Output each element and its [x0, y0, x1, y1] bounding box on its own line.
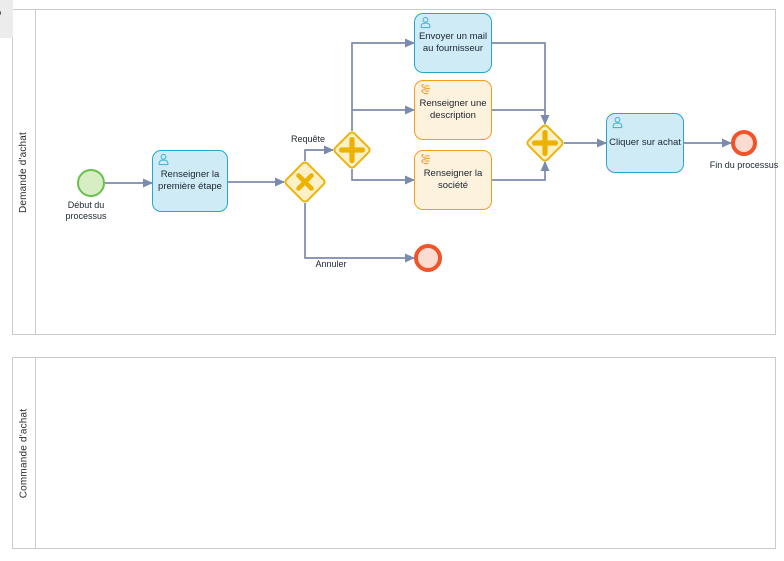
flow-societe-to-join[interactable]	[492, 161, 550, 181]
gateway-parallel-join[interactable]	[526, 124, 564, 162]
pool-demande-achat[interactable]: Demande d'achat	[12, 9, 776, 335]
plus-gateway-symbol	[338, 136, 366, 164]
task-renseigner-societe[interactable]: Renseigner la société	[414, 150, 492, 210]
task-label: Renseigner une description	[419, 97, 487, 121]
x-gateway-symbol	[296, 173, 314, 191]
flow-label-annuler: Annuler	[315, 259, 347, 269]
flow-requete[interactable]	[304, 145, 334, 161]
task-label: Cliquer sur achat	[609, 136, 681, 148]
flow-envoyer-to-join[interactable]	[492, 42, 550, 125]
end-event-annuler[interactable]	[414, 244, 442, 272]
start-event-label: Début du processus	[65, 200, 107, 221]
plus-gateway-symbol	[531, 129, 559, 157]
end-event-fin[interactable]	[731, 130, 757, 156]
pool-label-column[interactable]: Commande d'achat	[13, 358, 36, 548]
gateway-exclusive[interactable]	[284, 161, 326, 203]
script-icon	[419, 153, 432, 166]
gateway-parallel-split[interactable]	[333, 131, 371, 169]
user-icon	[157, 153, 170, 166]
task-renseigner-description[interactable]: Renseigner une description	[414, 80, 492, 140]
task-label: Envoyer un mail au fournisseur	[418, 30, 488, 54]
task-label: Renseigner la société	[423, 167, 483, 191]
end-event-fin-label: Fin du processus	[709, 160, 779, 170]
task-renseigner-premiere-etape[interactable]: Renseigner la première étape	[152, 150, 228, 212]
task-label: Renseigner la première étape	[158, 168, 222, 192]
flow-label-requete: Requête	[290, 134, 326, 144]
flow-split-to-societe[interactable]	[351, 169, 415, 185]
collapsed-control-icon[interactable]	[0, 10, 1, 16]
user-icon	[419, 16, 432, 29]
task-envoyer-mail-fournisseur[interactable]: Envoyer un mail au fournisseur	[414, 13, 492, 73]
script-icon	[419, 83, 432, 96]
flow-annuler[interactable]	[304, 203, 415, 263]
user-icon	[611, 116, 624, 129]
pool-label-column[interactable]: Demande d'achat	[13, 10, 36, 334]
side-panel-edge	[0, 0, 13, 38]
start-event[interactable]	[77, 169, 105, 197]
pool-commande-achat[interactable]: Commande d'achat	[12, 357, 776, 549]
flow-split-to-envoyer[interactable]	[351, 38, 415, 131]
task-cliquer-sur-achat[interactable]: Cliquer sur achat	[606, 113, 684, 173]
